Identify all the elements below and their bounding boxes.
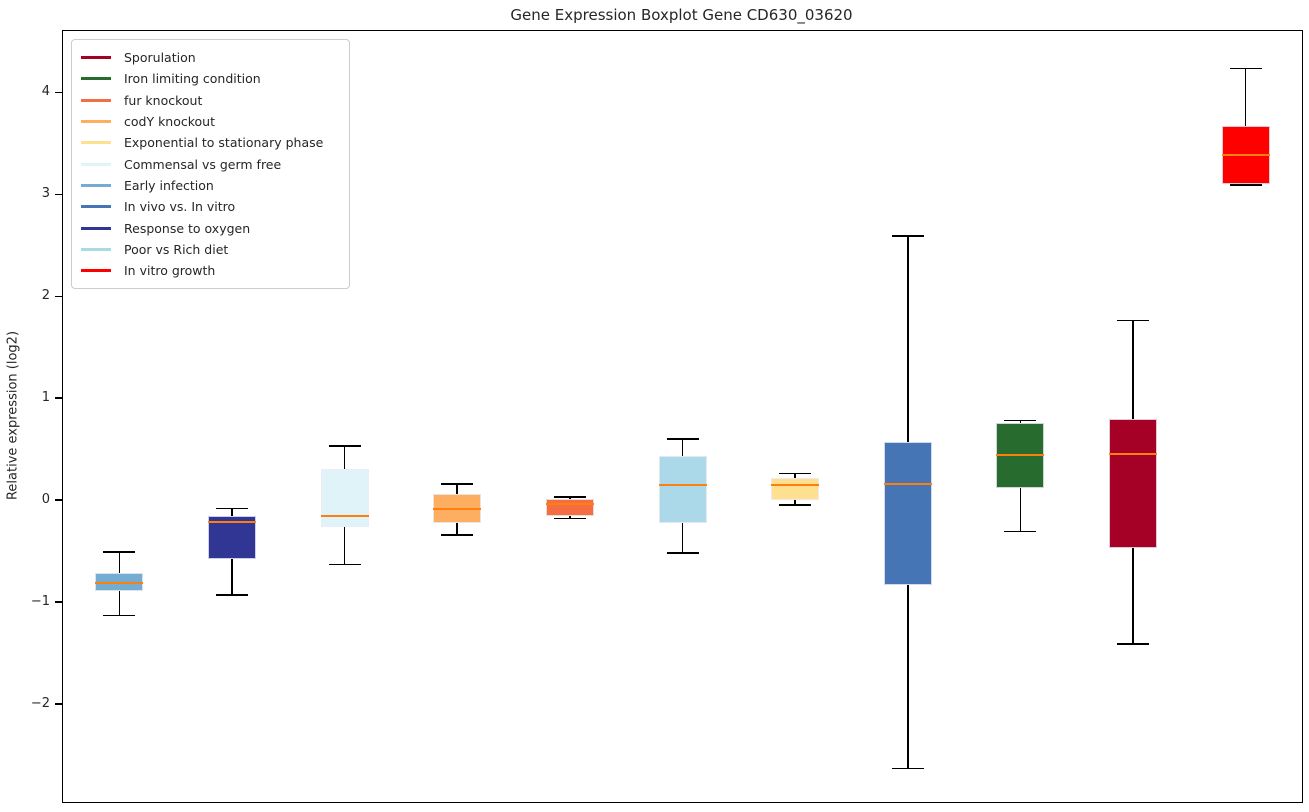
boxplot-cap-lower [215, 594, 248, 596]
legend-item: In vitro growth [81, 260, 339, 281]
y-tick-label: 1 [41, 390, 50, 406]
y-tick-label: −1 [30, 594, 50, 610]
legend-item: Commensal vs germ free [81, 153, 339, 174]
boxplot-box [95, 572, 144, 591]
y-tick-mark [55, 295, 62, 297]
legend-swatch-line [81, 205, 111, 209]
boxplot-cap-upper [779, 472, 812, 475]
boxplot-cap-lower [666, 552, 699, 554]
legend-label: Commensal vs germ free [124, 156, 282, 172]
legend-item: Iron limiting condition [81, 68, 339, 89]
boxplot-box [658, 456, 707, 523]
boxplot-cap-upper [103, 551, 136, 553]
boxplot-median [545, 503, 594, 506]
legend-item: Sporulation [81, 47, 339, 68]
legend-swatch-line [81, 226, 111, 230]
boxplot-cap-upper [1004, 419, 1037, 422]
legend-label: Exponential to stationary phase [124, 135, 324, 151]
boxplot-cap-upper [215, 507, 248, 510]
boxplot-cap-upper [441, 483, 474, 485]
boxplot-box [771, 477, 820, 501]
boxplot-box [545, 499, 594, 517]
legend-swatch-line [81, 162, 111, 166]
boxplot-median [658, 483, 707, 486]
legend-label: Response to oxygen [124, 220, 251, 236]
legend-swatch-line [81, 247, 111, 251]
boxplot-box [320, 468, 369, 527]
y-tick-label: 4 [41, 84, 50, 100]
boxplot-cap-lower [103, 614, 136, 617]
legend-label: In vivo vs. In vitro [124, 199, 236, 215]
boxplot-cap-lower [891, 767, 924, 770]
legend-item: codY knockout [81, 111, 339, 132]
legend-swatch-line [81, 77, 111, 81]
boxplot-cap-upper [553, 496, 586, 498]
y-tick-label: −2 [30, 696, 50, 712]
legend-label: Sporulation [124, 50, 196, 66]
boxplot-median [996, 454, 1045, 457]
boxplot-cap-lower [441, 534, 474, 536]
boxplot-cap-upper [328, 445, 361, 447]
boxplot-cap-upper [1117, 319, 1150, 322]
boxplot-median [1221, 154, 1270, 157]
legend-item: fur knockout [81, 90, 339, 111]
legend-label: Poor vs Rich diet [124, 241, 229, 257]
legend-label: Early infection [124, 177, 214, 193]
boxplot-cap-upper [891, 235, 924, 237]
boxplot-median [320, 515, 369, 518]
y-tick-label: 3 [41, 186, 50, 202]
boxplot-box [433, 494, 482, 523]
chart-title: Gene Expression Boxplot Gene CD630_03620 [510, 6, 853, 24]
y-tick-mark [55, 91, 62, 93]
legend-label: Iron limiting condition [124, 71, 261, 87]
boxplot-box [207, 516, 256, 560]
boxplot-median [883, 482, 932, 485]
boxplot-median [95, 581, 144, 584]
boxplot-median [433, 508, 482, 511]
boxplot-median [1109, 453, 1158, 456]
boxplot-median [207, 520, 256, 523]
legend-label: codY knockout [124, 114, 216, 130]
y-tick-mark [55, 499, 62, 501]
legend-item: Exponential to stationary phase [81, 132, 339, 153]
legend-swatch-line [81, 56, 111, 60]
legend-item: Poor vs Rich diet [81, 239, 339, 260]
boxplot-cap-lower [553, 517, 586, 520]
boxplot-cap-lower [779, 504, 812, 506]
y-axis-label: Relative expression (log2) [5, 330, 21, 501]
legend-swatch-line [81, 269, 111, 273]
legend-swatch-line [81, 141, 111, 145]
boxplot-cap-upper [1229, 67, 1262, 70]
boxplot-box [1109, 418, 1158, 549]
boxplot-cap-lower [1004, 530, 1037, 533]
legend-label: In vitro growth [124, 263, 216, 279]
y-tick-mark [55, 193, 62, 195]
legend-item: Response to oxygen [81, 217, 339, 238]
legend-swatch-line [81, 98, 111, 102]
legend-swatch-line [81, 183, 111, 187]
boxplot-cap-upper [666, 438, 699, 440]
y-tick-label: 2 [41, 288, 50, 304]
y-tick-label: 0 [41, 492, 50, 508]
legend-label: fur knockout [124, 92, 203, 108]
legend-item: Early infection [81, 175, 339, 196]
boxplot-box [883, 441, 932, 585]
boxplot-cap-lower [1229, 184, 1262, 186]
legend-swatch-line [81, 120, 111, 124]
y-tick-mark [55, 397, 62, 399]
y-tick-mark [55, 703, 62, 705]
boxplot-median [771, 483, 820, 486]
boxplot-cap-lower [328, 563, 361, 566]
boxplot-cap-lower [1117, 643, 1150, 645]
legend-item: In vivo vs. In vitro [81, 196, 339, 217]
y-tick-mark [55, 601, 62, 603]
